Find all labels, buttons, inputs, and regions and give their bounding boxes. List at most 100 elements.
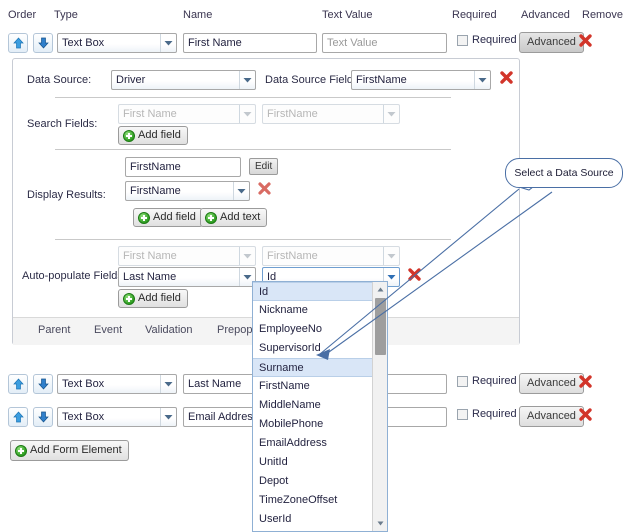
dropdown-item[interactable]: MobilePhone: [259, 418, 324, 430]
scroll-down-icon[interactable]: [373, 516, 387, 531]
text-value-input-1[interactable]: Text Value: [322, 33, 447, 53]
autopopulate-fields-label: Auto-populate Fields:: [22, 270, 126, 282]
required-checkbox-2[interactable]: Required: [457, 375, 517, 387]
dropdown-item[interactable]: Depot: [259, 475, 289, 487]
move-down-icon[interactable]: [33, 407, 53, 427]
required-label-1: Required: [472, 34, 517, 46]
autopopulate-name-placeholder-select[interactable]: First Name: [118, 246, 256, 266]
search-fields-label: Search Fields:: [27, 118, 98, 130]
display-add-field-button[interactable]: Add field: [133, 208, 203, 227]
add-form-element-button[interactable]: Add Form Element: [10, 440, 129, 461]
chevron-down-icon: [160, 375, 176, 393]
dropdown-item[interactable]: UnitId: [259, 456, 288, 468]
chevron-down-icon: [239, 268, 255, 286]
data-source-select[interactable]: Driver: [111, 70, 256, 90]
remove-data-source-button[interactable]: [498, 69, 516, 89]
remove-button-1[interactable]: [577, 32, 595, 52]
remove-autopopulate-button[interactable]: [406, 266, 424, 286]
required-label-2: Required: [472, 375, 517, 387]
checkbox-icon: [457, 375, 468, 387]
autopopulate-add-field-label: Add field: [138, 292, 181, 304]
callout-text: Select a Data Source: [514, 167, 614, 179]
remove-display-result-button[interactable]: [256, 180, 274, 200]
dropdown-item[interactable]: UserId: [259, 513, 292, 525]
remove-button-3[interactable]: [577, 406, 595, 426]
dropdown-item[interactable]: EmployeeNo: [259, 323, 322, 335]
tab-event[interactable]: Event: [94, 324, 123, 336]
dropdown-item[interactable]: TimeZoneOffset: [259, 494, 338, 506]
autopopulate-name-select[interactable]: Last Name: [118, 267, 256, 287]
type-select-1[interactable]: Text Box: [57, 33, 177, 53]
advanced-button-1[interactable]: Advanced: [519, 32, 584, 53]
dropdown-item[interactable]: Surname: [253, 358, 373, 377]
dropdown-item[interactable]: MiddleName: [259, 399, 321, 411]
move-up-icon[interactable]: [8, 407, 28, 427]
display-result-edit-button[interactable]: Edit: [249, 158, 279, 175]
data-source-field-select[interactable]: FirstName: [351, 70, 491, 90]
checkbox-icon: [457, 34, 468, 46]
tab-validation[interactable]: Validation: [145, 324, 193, 336]
type-select-3[interactable]: Text Box: [57, 407, 177, 427]
chevron-down-icon: [383, 247, 399, 265]
column-header-required: Required: [452, 9, 497, 21]
display-result-text-value: FirstName: [130, 161, 181, 173]
data-source-select-value: Driver: [116, 74, 146, 86]
plus-icon: [123, 129, 135, 142]
type-select-1-value: Text Box: [62, 37, 105, 49]
move-down-icon[interactable]: [33, 374, 53, 394]
advanced-button-2[interactable]: Advanced: [519, 373, 584, 394]
scrollbar-thumb[interactable]: [375, 298, 386, 355]
scroll-up-icon[interactable]: [373, 282, 387, 297]
advanced-button-3[interactable]: Advanced: [519, 406, 584, 427]
dropdown-item[interactable]: SupervisorId: [259, 342, 321, 354]
name-input-3-value: Email Address: [188, 411, 259, 423]
plus-icon: [15, 444, 27, 457]
autopopulate-value-select-value: Id: [267, 271, 277, 283]
move-down-icon[interactable]: [33, 33, 53, 53]
autopopulate-name-select-value: Last Name: [123, 271, 177, 283]
divider-3: [55, 239, 451, 240]
dropdown-item[interactable]: EmailAddress: [259, 437, 327, 449]
display-add-field-label: Add field: [153, 211, 196, 223]
dropdown-item[interactable]: Id: [253, 282, 373, 301]
dropdown-scrollbar[interactable]: [372, 282, 387, 531]
type-select-2[interactable]: Text Box: [57, 374, 177, 394]
column-header-advanced: Advanced: [521, 9, 570, 21]
required-checkbox-3[interactable]: Required: [457, 408, 517, 420]
dropdown-item[interactable]: Nickname: [259, 304, 308, 316]
display-add-text-button[interactable]: Add text: [200, 208, 268, 227]
display-result-select[interactable]: FirstName: [125, 181, 250, 201]
display-add-text-label: Add text: [220, 211, 261, 223]
display-result-text-input[interactable]: FirstName: [125, 157, 241, 177]
autopopulate-value-placeholder: FirstName: [267, 250, 318, 262]
required-checkbox-1[interactable]: Required: [457, 34, 517, 46]
move-up-icon[interactable]: [8, 33, 28, 53]
plus-icon: [205, 211, 217, 224]
search-add-field-button[interactable]: Add field: [118, 126, 188, 145]
divider-1: [55, 97, 451, 98]
required-label-3: Required: [472, 408, 517, 420]
chevron-down-icon: [233, 182, 249, 200]
dropdown-item[interactable]: FirstName: [259, 380, 310, 392]
column-header-text-value: Text Value: [322, 9, 373, 21]
tab-parent[interactable]: Parent: [38, 324, 71, 336]
text-value-input-1-placeholder: Text Value: [327, 37, 378, 49]
type-select-2-value: Text Box: [62, 378, 105, 390]
autopopulate-add-field-button[interactable]: Add field: [118, 289, 188, 308]
display-result-select-value: FirstName: [130, 185, 181, 197]
column-header-name: Name: [183, 9, 213, 21]
name-input-1[interactable]: First Name: [183, 33, 317, 53]
search-field-value-select[interactable]: FirstName: [262, 104, 400, 124]
data-source-field-select-value: FirstName: [356, 74, 407, 86]
chevron-down-icon: [239, 247, 255, 265]
remove-button-2[interactable]: [577, 373, 595, 393]
search-add-field-label: Add field: [138, 129, 181, 141]
chevron-down-icon: [160, 408, 176, 426]
column-header-order: Order: [8, 9, 37, 21]
chevron-down-icon: [383, 105, 399, 123]
search-field-name-select[interactable]: First Name: [118, 104, 256, 124]
autopopulate-value-placeholder-select[interactable]: FirstName: [262, 246, 400, 266]
move-up-icon[interactable]: [8, 374, 28, 394]
column-header-type: Type: [54, 9, 78, 21]
